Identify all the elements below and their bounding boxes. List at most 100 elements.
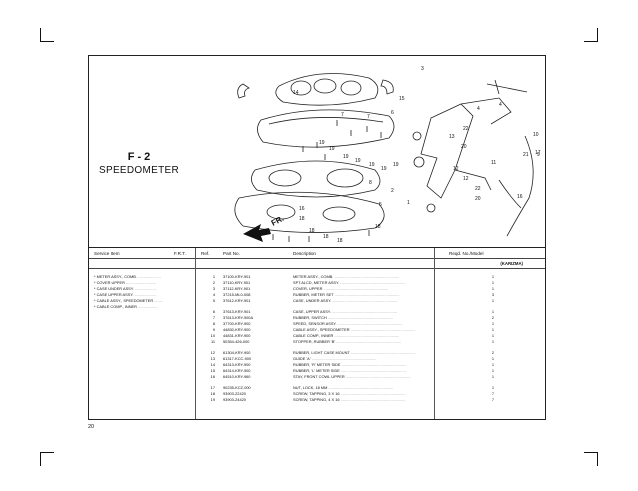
- svg-text:7: 7: [367, 114, 370, 120]
- service-item: * METER ASSY., COMB. ...................…: [94, 274, 161, 279]
- svg-text:3: 3: [421, 66, 424, 72]
- header-description: Description: [293, 251, 316, 256]
- svg-text:19: 19: [319, 140, 325, 146]
- service-item: * CABLE ASSY., SPEEDOMETER ........: [94, 298, 163, 303]
- front-cowl-stay: [420, 103, 474, 199]
- speed-sensor: [486, 79, 528, 95]
- svg-text:18: 18: [299, 216, 305, 222]
- svg-text:4: 4: [499, 102, 502, 108]
- column-divider: [434, 248, 435, 419]
- service-item: * CABLE COMP., INNER ..................: [94, 304, 158, 309]
- model-header: (KARIZMA): [89, 259, 545, 269]
- page-number: 20: [88, 424, 95, 430]
- svg-text:13: 13: [449, 134, 455, 140]
- under-case: [234, 191, 385, 233]
- header-part-no: Part No.: [223, 251, 240, 256]
- service-item: * CASE UPPER ASSY. ....................: [94, 292, 157, 297]
- svg-text:19: 19: [381, 166, 387, 172]
- meter-cover-upper: [275, 73, 379, 106]
- svg-text:19: 19: [355, 158, 361, 164]
- svg-text:17: 17: [535, 150, 541, 156]
- svg-text:7: 7: [341, 112, 344, 118]
- service-item-list: * METER ASSY., COMB. ...................…: [94, 274, 194, 310]
- header-frt: F.R.T.: [174, 251, 186, 256]
- catalog-frame: F - 2 SPEEDOMETER: [88, 55, 546, 420]
- service-item: * COVER UPPER ..........................…: [94, 280, 157, 285]
- svg-text:21: 21: [523, 152, 529, 158]
- service-item: * CASE UNDER ASSY. ....................: [94, 286, 157, 291]
- svg-text:20: 20: [475, 196, 481, 202]
- svg-text:22: 22: [475, 186, 481, 192]
- tapping-screws: [258, 120, 382, 242]
- svg-text:22: 22: [463, 126, 469, 132]
- exploded-parts-diagram: 14 15 6 7 7 19 19 19 19 19 19 19 8 5 2 1…: [234, 66, 541, 244]
- meter-body: [251, 160, 381, 198]
- svg-text:11: 11: [491, 160, 496, 166]
- section-title: SPEEDOMETER: [99, 165, 179, 176]
- crop-mark-bottom-right: [584, 452, 598, 466]
- svg-text:19: 19: [343, 154, 349, 160]
- svg-text:16: 16: [299, 206, 305, 212]
- svg-text:6: 6: [391, 110, 394, 116]
- svg-text:20: 20: [461, 144, 467, 150]
- svg-text:15: 15: [399, 96, 405, 102]
- svg-text:9: 9: [537, 152, 540, 158]
- crop-mark-top-right: [584, 28, 598, 42]
- table-header: Service Item F.R.T. Ref. Part No. Descri…: [89, 248, 545, 259]
- svg-text:18: 18: [323, 234, 329, 240]
- svg-text:10: 10: [533, 132, 539, 138]
- svg-text:18: 18: [375, 224, 381, 230]
- model-name: (KARIZMA): [500, 261, 523, 266]
- svg-text:19: 19: [393, 162, 399, 168]
- svg-text:19: 19: [329, 146, 335, 152]
- svg-text:18: 18: [309, 228, 315, 234]
- svg-text:FR.: FR.: [270, 214, 286, 228]
- column-divider: [195, 248, 196, 419]
- svg-text:19: 19: [369, 162, 375, 168]
- header-reqd-no-model: Reqd. No./Model: [449, 251, 484, 256]
- upper-case: [257, 109, 395, 148]
- svg-text:18: 18: [337, 238, 343, 244]
- svg-text:12: 12: [463, 176, 469, 182]
- front-direction-indicator: FR.: [243, 214, 285, 242]
- diagram-area: F - 2 SPEEDOMETER: [89, 56, 545, 247]
- header-ref: Ref.: [201, 251, 210, 256]
- svg-text:12: 12: [453, 166, 459, 172]
- svg-text:2: 2: [391, 188, 394, 194]
- crop-mark-top-left: [40, 28, 54, 42]
- svg-text:5: 5: [379, 202, 382, 208]
- svg-text:14: 14: [293, 90, 299, 96]
- meter-side-rubber-r: [237, 83, 250, 99]
- crop-mark-bottom-left: [40, 452, 54, 466]
- meter-side-rubber-l: [380, 79, 394, 95]
- diagram-callout-numbers: 14 15 6 7 7 19 19 19 19 19 19 19 8 5 2 1…: [293, 66, 541, 244]
- svg-text:1: 1: [407, 200, 410, 206]
- svg-text:4: 4: [477, 106, 480, 112]
- svg-text:8: 8: [369, 180, 372, 186]
- section-code: F - 2: [127, 151, 151, 163]
- svg-text:16: 16: [517, 194, 523, 200]
- speedometer-cable: [506, 135, 534, 237]
- header-service-item: Service Item: [94, 251, 120, 256]
- parts-table: Service Item F.R.T. Ref. Part No. Descri…: [89, 247, 545, 419]
